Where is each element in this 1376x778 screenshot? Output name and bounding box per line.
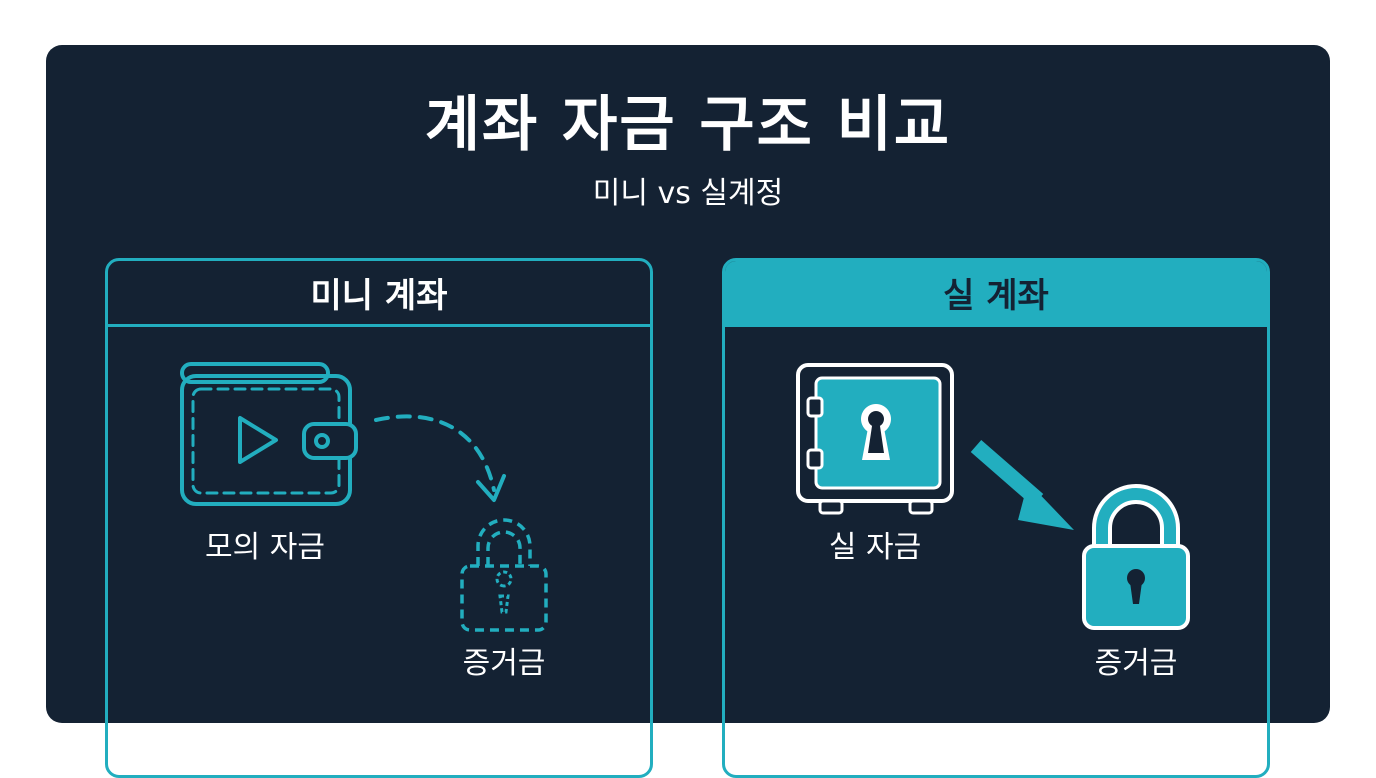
real-funds-label: 실 자금: [828, 530, 922, 565]
page-subtitle: 미니 vs 실계정: [592, 176, 784, 211]
mini-funds-label: 모의 자금: [205, 530, 325, 565]
mini-account-header: 미니 계좌: [108, 261, 650, 327]
real-margin-label: 증거금: [1094, 646, 1178, 681]
mini-account-panel: 미니 계좌: [105, 258, 653, 778]
real-account-header: 실 계좌: [725, 261, 1267, 327]
mini-margin-label: 증거금: [462, 646, 546, 681]
real-account-panel: 실 계좌: [722, 258, 1270, 778]
page-title: 계좌 자금 구조 비교: [424, 90, 952, 160]
